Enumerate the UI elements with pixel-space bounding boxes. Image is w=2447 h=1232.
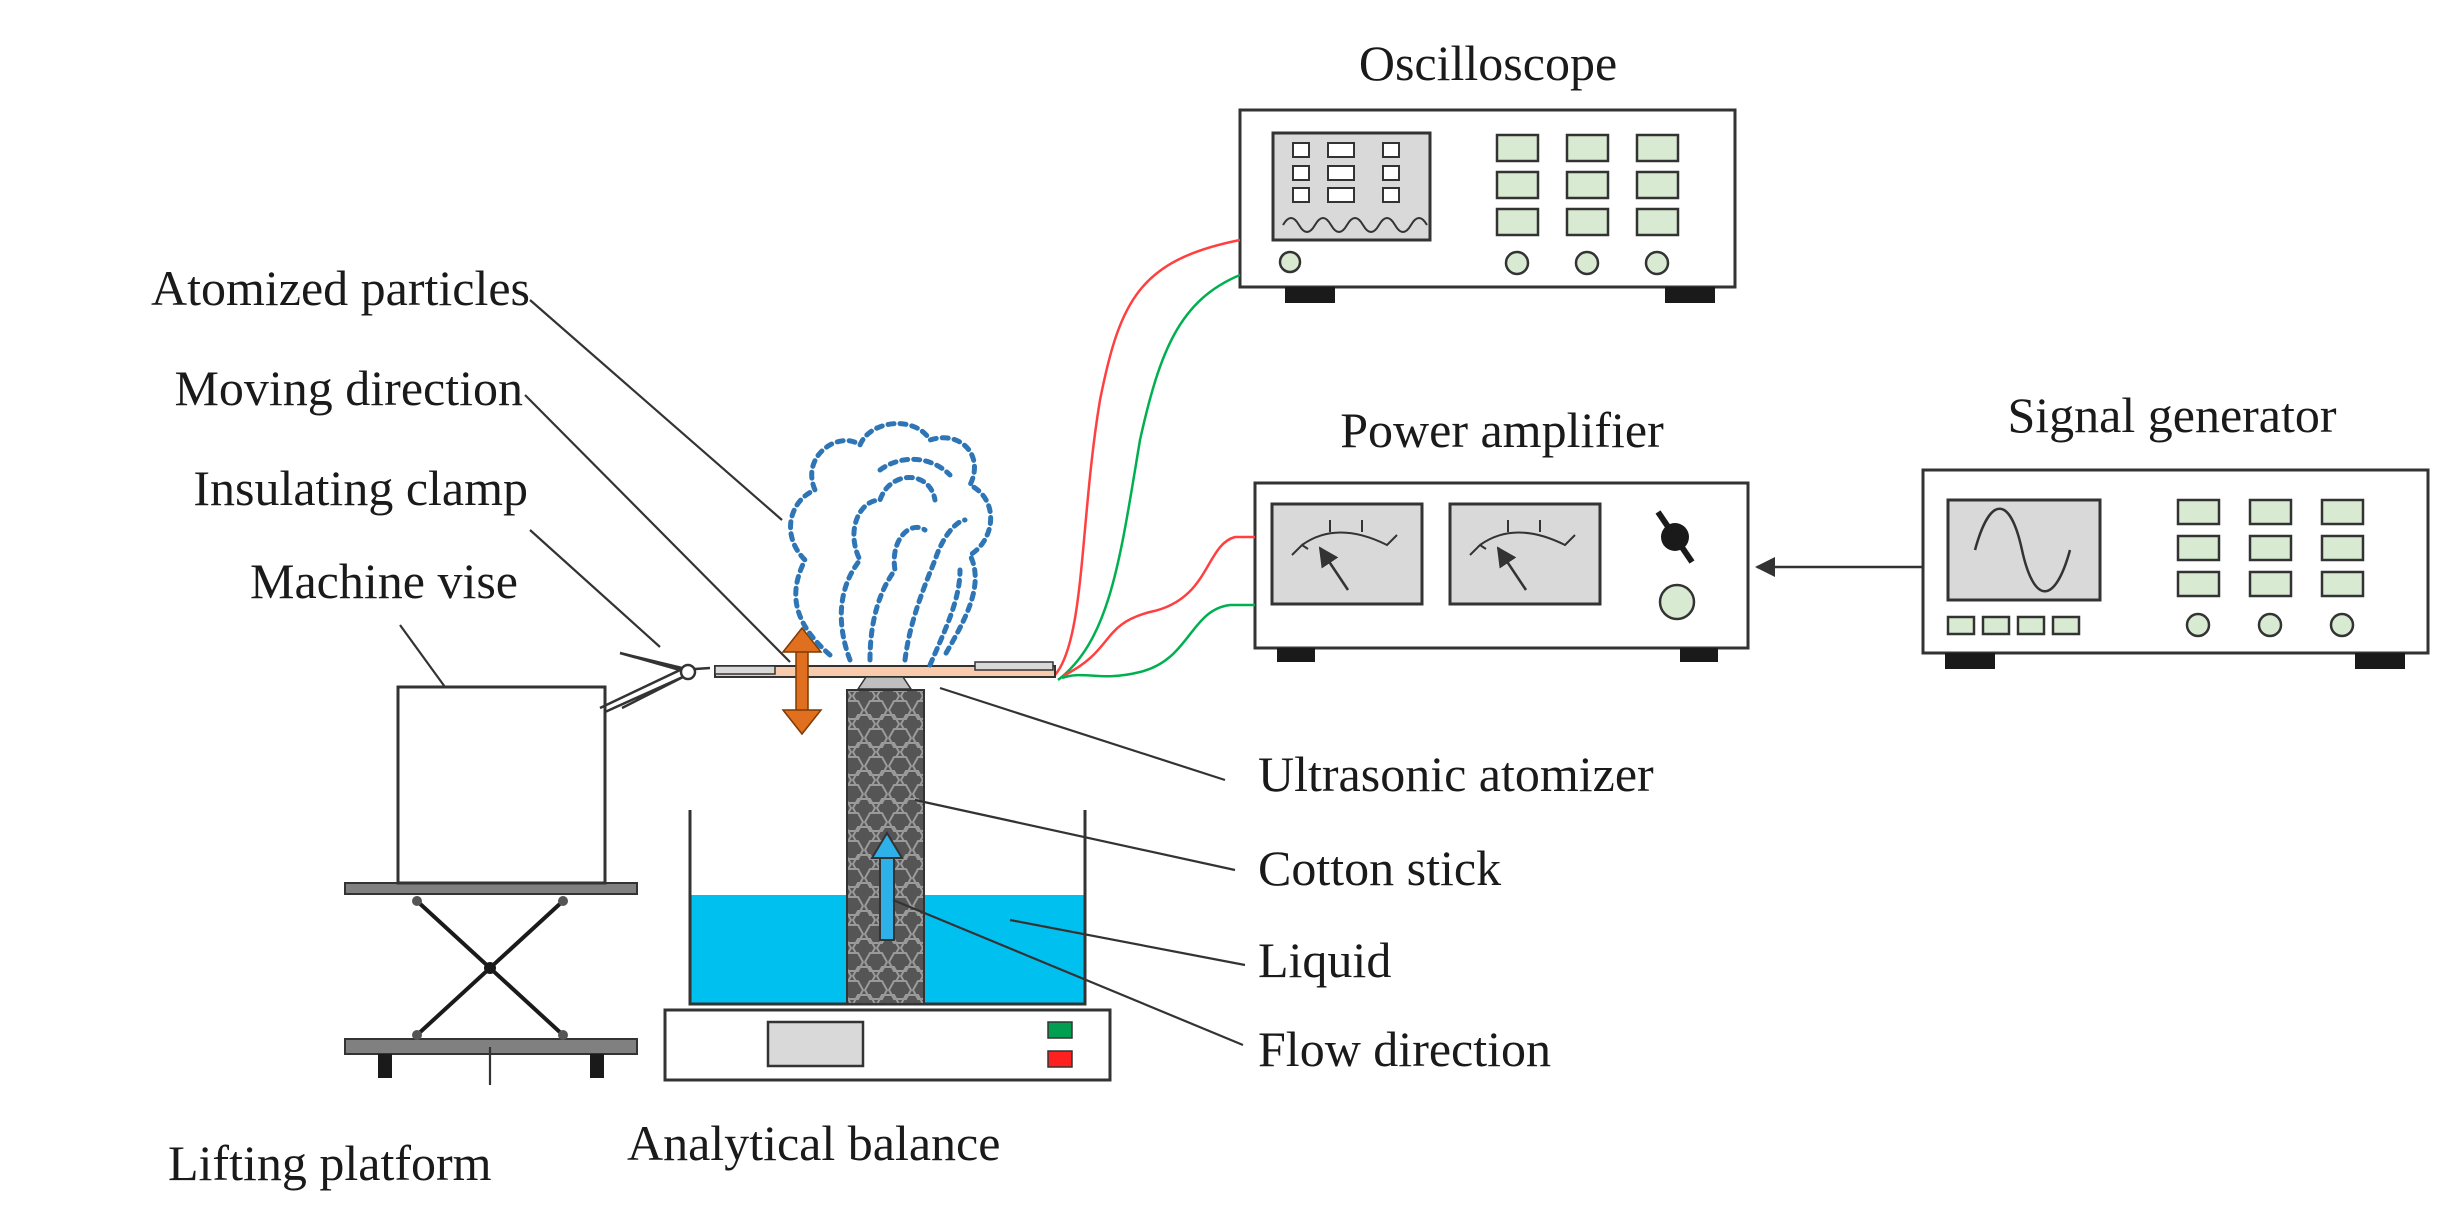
atomized-particles	[788, 421, 994, 668]
balance-display	[766, 1020, 865, 1068]
moving-direction-arrow	[781, 626, 823, 736]
balance-indicator-red	[1047, 1050, 1073, 1068]
oscilloscope-buttons	[1495, 133, 1680, 237]
machine-vise	[396, 685, 607, 885]
label-power-amplifier: Power amplifier	[1340, 402, 1664, 458]
label-atomized-particles: Atomized particles	[151, 260, 530, 316]
power-switch-icon	[1655, 510, 1695, 564]
label-signal-generator: Signal generator	[2007, 387, 2336, 443]
analytical-balance	[663, 1008, 1112, 1082]
oscilloscope	[1238, 108, 1737, 303]
signal-generator-screen	[1946, 498, 2102, 602]
lifting-platform	[344, 882, 638, 1078]
wire-green-amplifier	[1061, 603, 1255, 680]
wires	[1054, 238, 1255, 681]
label-machine-vise: Machine vise	[250, 553, 518, 609]
ultrasonic-atomizer	[714, 661, 1056, 690]
wire-green-oscilloscope	[1057, 273, 1241, 681]
label-liquid: Liquid	[1258, 932, 1391, 988]
label-oscilloscope: Oscilloscope	[1359, 35, 1617, 91]
wire-red-amplifier	[1062, 535, 1255, 678]
label-cotton-stick: Cotton stick	[1258, 840, 1501, 896]
label-moving-direction: Moving direction	[174, 360, 523, 416]
label-flow-direction: Flow direction	[1258, 1021, 1551, 1077]
signal-generator	[1921, 468, 2430, 669]
balance-indicator-green	[1047, 1021, 1073, 1039]
label-insulating-clamp: Insulating clamp	[193, 460, 528, 516]
amplifier-meter-left	[1270, 502, 1424, 606]
label-ultrasonic-atomizer: Ultrasonic atomizer	[1258, 746, 1654, 802]
amplifier-meter-right	[1448, 502, 1602, 606]
wire-red-oscilloscope	[1054, 238, 1241, 676]
power-amplifier	[1253, 481, 1750, 662]
leader-lines	[399, 299, 1246, 1085]
label-lifting-platform: Lifting platform	[168, 1135, 492, 1191]
label-analytical-balance: Analytical balance	[627, 1115, 1000, 1171]
amplifier-knob	[1658, 583, 1696, 621]
insulating-clamp	[599, 651, 711, 714]
signal-generator-buttons	[1946, 498, 2365, 636]
flow-direction-arrow	[870, 831, 904, 941]
